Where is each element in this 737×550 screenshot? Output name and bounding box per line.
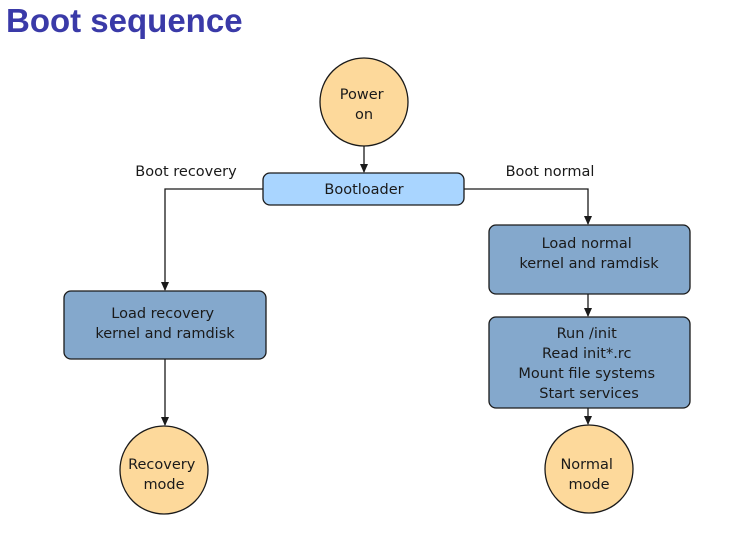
svg-text:Recovery mode: Recovery mode <box>128 457 200 493</box>
node-label-line: Normal <box>560 457 612 473</box>
node-label-line: on <box>355 107 373 123</box>
node-recovery-mode: Recovery mode <box>119 425 209 515</box>
edge-boot-normal <box>464 188 592 225</box>
svg-text:Load normal kernel and r: Load normal kernel and ramdisk <box>519 236 659 272</box>
page-title: Boot sequence <box>6 2 243 39</box>
edge-label-boot-normal: Boot normal <box>506 164 595 180</box>
node-label-line: Read init*.rc <box>542 346 631 362</box>
node-label-line: mode <box>143 477 184 493</box>
node-label-line: Recovery <box>128 457 196 473</box>
node-power-on: Power on <box>319 57 409 147</box>
node-load-recovery: Load recovery kernel and ramdisk <box>63 290 267 360</box>
node-normal-mode: Normal mode <box>544 424 634 514</box>
svg-text:Load recovery kernel and: Load recovery kernel and ramdisk <box>95 306 235 342</box>
svg-text:Power on: Power on <box>340 87 388 123</box>
node-label-line: Start services <box>539 386 639 402</box>
node-label-line: kernel and ramdisk <box>95 326 235 342</box>
svg-text:Run /init Read init*.rc: Run /init Read init*.rc Mount file syste… <box>518 326 659 402</box>
node-label-line: Mount file systems <box>518 366 655 382</box>
node-load-normal: Load normal kernel and ramdisk <box>488 224 691 295</box>
svg-text:Normal mode: Normal mode <box>560 457 617 493</box>
edge-boot-recovery <box>161 188 263 291</box>
node-label-line: Load recovery <box>111 306 214 322</box>
node-label-line: Bootloader <box>324 182 403 198</box>
node-bootloader: Bootloader <box>262 172 465 206</box>
node-label-line: mode <box>568 477 609 493</box>
node-run-init: Run /init Read init*.rc Mount file syste… <box>488 316 691 409</box>
edge-label-boot-recovery: Boot recovery <box>135 164 237 180</box>
node-label-line: kernel and ramdisk <box>519 256 659 272</box>
node-label-line: Power <box>340 87 384 103</box>
node-label-line: Load normal <box>542 236 632 252</box>
node-label-line: Run /init <box>557 326 618 342</box>
